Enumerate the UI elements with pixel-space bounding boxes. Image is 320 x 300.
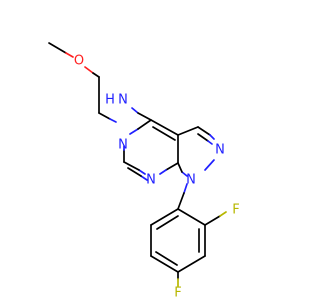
bond-n5-c4-colored [129, 128, 139, 135]
bond-ch2-nh [98, 112, 111, 120]
bond-aryl-3 [177, 255, 206, 273]
bond-aryl-1 [177, 208, 206, 226]
bond-c3-n2 [197, 126, 211, 136]
bond-n7-c6-colored [138, 169, 146, 175]
bond-n5-c4 [137, 119, 152, 130]
molecule-structure: O N H N N N N F F [48, 42, 240, 300]
bond-aryl-6-double [156, 215, 179, 230]
bond-o-methyl-colored [65, 52, 74, 58]
bond-nh-ch2-colored [109, 118, 117, 123]
pyrimidine-n7-atom-label: N [146, 173, 156, 188]
bond-n1-c7a-colored [181, 171, 188, 177]
bond-n2-n1 [204, 159, 215, 171]
bond-c3a-c3 [177, 126, 199, 136]
pyrazole-n2-atom-label: N [215, 143, 225, 158]
bond-n2-c3-colored [209, 134, 215, 140]
bond-c4-c3a [150, 119, 179, 136]
bond-n1-c7a [177, 162, 183, 173]
fluorine-2-atom-label: F [174, 286, 181, 300]
molecule-diagram: O N H N N N N F F [48, 42, 240, 300]
bond-n1-aryl-colored [183, 183, 188, 194]
bond-n2-c3-double-colored [207, 140, 213, 145]
bond-c3-n2-double [197, 133, 209, 142]
bond-n1-aryl [177, 192, 185, 210]
pyrazole-n1-atom-label: N [186, 173, 196, 188]
bond-o-ch2-colored [84, 66, 94, 74]
oxygen-atom-label: O [74, 54, 84, 69]
bond-methyl-o [48, 42, 67, 54]
bond-nh-c4-colored [131, 107, 139, 114]
fluorine-1-atom-label: F [232, 203, 239, 218]
bond-nh-c4 [137, 112, 152, 121]
bond-n7-c7a-colored [159, 169, 167, 175]
amine-n-atom-label: N [118, 93, 128, 108]
bond-n7-c6-double-colored [140, 175, 148, 181]
bond-c-f1 [204, 215, 221, 226]
bond-aryl-4-double [155, 251, 178, 266]
bond-n7-c6-double [127, 167, 142, 177]
bond-c4-c3a-double [152, 126, 176, 141]
bond-f1-colored [219, 211, 227, 217]
bond-n7-c6 [123, 161, 140, 171]
amine-h-atom-label: H [105, 93, 115, 108]
bond-aryl-4 [150, 255, 179, 273]
bond-o-ch2 [92, 72, 100, 78]
bond-c7a-n7 [165, 162, 179, 171]
bond-aryl-6 [150, 208, 179, 226]
pyrimidine-n5-atom-label: N [118, 138, 128, 153]
